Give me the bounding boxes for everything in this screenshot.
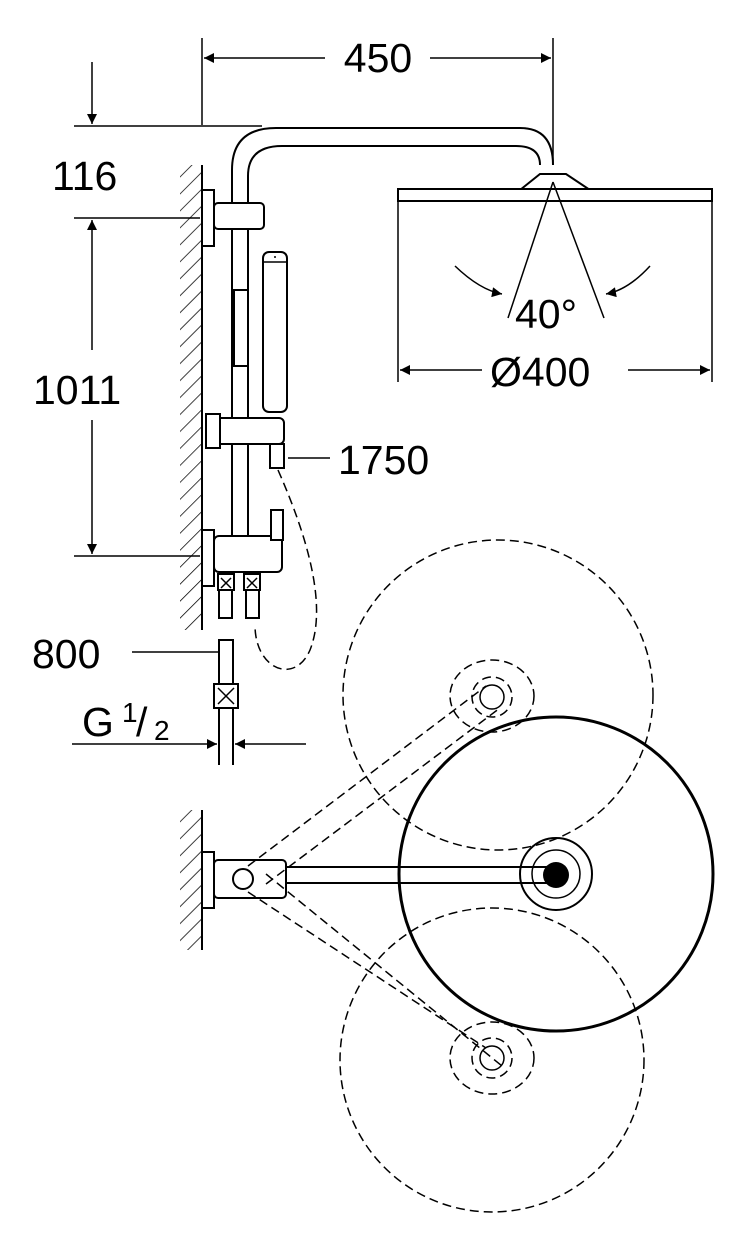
hand-shower: 1750 <box>254 251 429 670</box>
spray-angle-label: 40° <box>515 291 577 337</box>
wall-connections <box>217 573 261 619</box>
height-dimensions: 116 1011 <box>33 62 262 557</box>
arm-length-dimension: 450 <box>201 35 554 165</box>
thread-slash: / <box>136 699 148 745</box>
arm-length-label: 450 <box>344 35 412 81</box>
thread-denominator: 2 <box>154 715 170 746</box>
thread-g-label: G <box>82 699 114 745</box>
supply-pipe: 800 G 1 / 2 <box>32 631 306 765</box>
hose-length-label: 1750 <box>338 437 429 483</box>
head-diameter-label: Ø400 <box>490 349 590 395</box>
supply-length-label: 800 <box>32 631 100 677</box>
riser-rail <box>201 127 554 587</box>
swivel-top-view <box>247 539 715 1213</box>
thread-numerator: 1 <box>122 697 138 728</box>
top-offset-label: 116 <box>52 153 117 199</box>
rail-height-label: 1011 <box>33 367 121 413</box>
wall-upper <box>180 165 203 630</box>
shower-head: 40° Ø400 <box>397 173 713 395</box>
wall-lower <box>180 810 287 950</box>
